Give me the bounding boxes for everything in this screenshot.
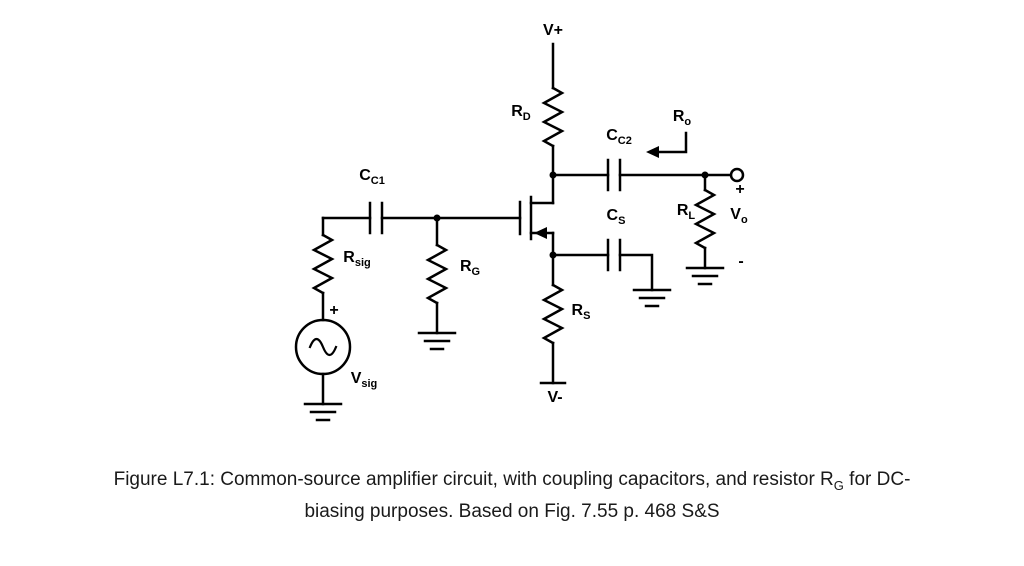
resistor-rl	[693, 188, 717, 250]
label-rs: RS	[571, 302, 591, 323]
label-vsig: Vsig	[350, 370, 378, 391]
ground-rl	[685, 266, 725, 286]
junction-source	[549, 251, 557, 259]
label-cs: CS	[606, 207, 626, 228]
caption-line-1: Figure L7.1: Common-source amplifier cir…	[113, 469, 911, 493]
junction-drain	[549, 171, 557, 179]
junction-rl	[701, 171, 709, 179]
resistor-rg	[425, 243, 449, 305]
ro-arrowhead-icon	[646, 146, 659, 158]
label-vsig-plus: +	[329, 302, 339, 319]
wire-cs-to-ground	[618, 253, 654, 292]
label-rg: RG	[459, 258, 481, 279]
source-vsig	[294, 318, 352, 376]
capacitor-cc2	[606, 158, 622, 192]
resistor-rsig	[311, 233, 335, 295]
caption-line-2: biasing purposes. Based on Fig. 7.55 p. …	[304, 501, 720, 522]
ro-arrow-line	[656, 131, 688, 154]
junction-dots	[433, 171, 709, 259]
capacitor-cs	[606, 238, 622, 272]
label-rl: RL	[676, 202, 696, 223]
label-cc2: CC2	[606, 127, 632, 148]
resistor-rd	[541, 86, 565, 148]
label-output-minus: -	[738, 253, 744, 270]
label-ro: Ro	[672, 108, 692, 129]
label-vo: Vo	[730, 206, 748, 227]
ro-arrow	[646, 131, 688, 158]
mosfet-source-arrow	[534, 227, 547, 239]
label-vplus: V+	[542, 22, 564, 39]
label-rsig: Rsig	[343, 249, 371, 270]
sine-wave-icon	[308, 337, 338, 357]
label-rd: RD	[511, 103, 531, 124]
figure-caption: Figure L7.1: Common-source amplifier cir…	[0, 464, 1024, 528]
label-cc1: CC1	[359, 167, 385, 188]
capacitor-cc1	[368, 201, 384, 235]
ground-cs	[632, 288, 672, 308]
resistor-rs	[541, 283, 565, 345]
output-terminal	[729, 167, 745, 183]
ground-rg	[417, 331, 457, 351]
ground-vsig	[303, 402, 343, 422]
junction-gate	[433, 214, 441, 222]
mosfet	[435, 195, 555, 241]
label-output-plus: +	[735, 181, 745, 198]
label-vminus: V-	[547, 389, 563, 406]
